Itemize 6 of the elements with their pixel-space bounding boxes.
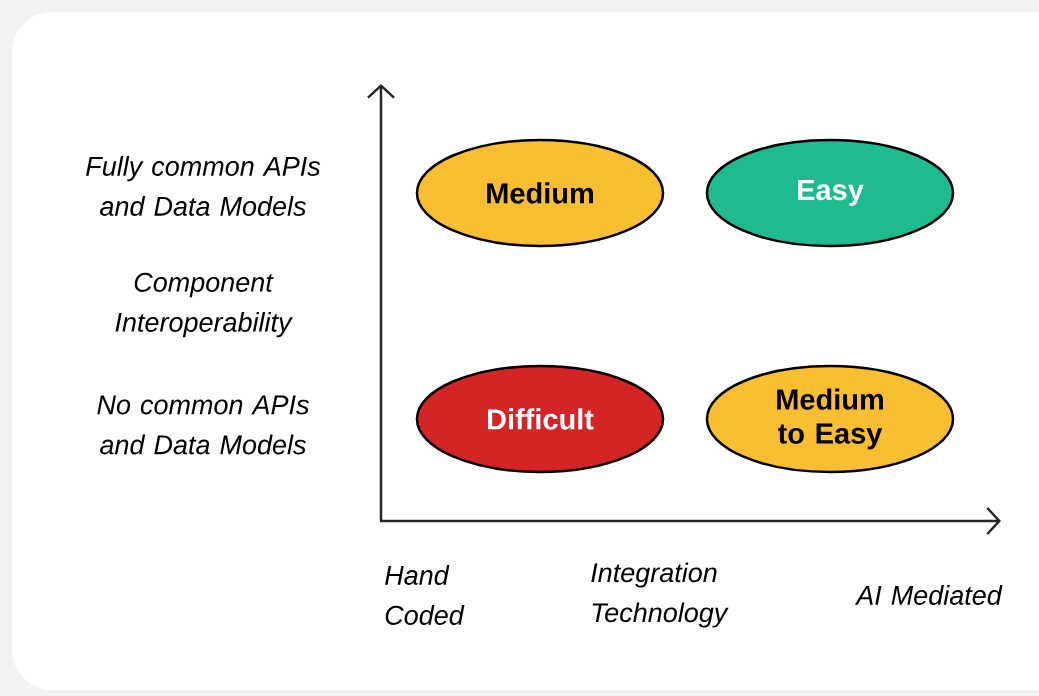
axis-label: Hand Coded [385, 565, 465, 625]
axis-label: Fully common APIs and Data Models [86, 156, 321, 216]
axis-label: No common APIs and Data Models [97, 395, 309, 455]
axis-label: Component Interoperability [115, 272, 293, 338]
axis-label: Integration Technology [591, 562, 729, 628]
axis-label: AI Mediated [854, 585, 1003, 605]
